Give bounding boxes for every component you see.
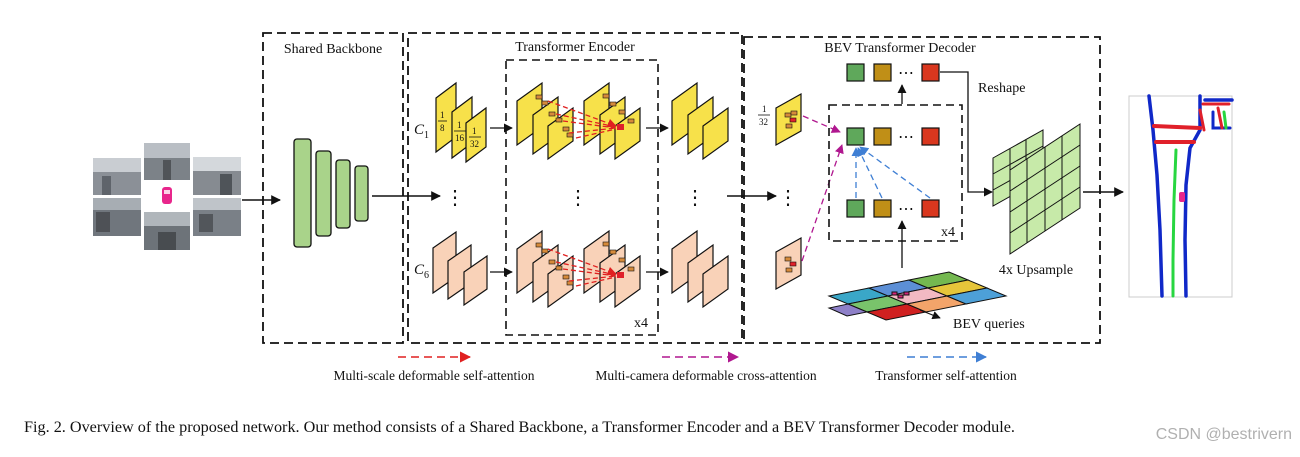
multi-scale-attention-arrows-bottom [547,248,617,287]
legend: Multi-scale deformable self-attention Mu… [334,351,1017,383]
svg-text:⋯: ⋯ [898,129,914,146]
figure-caption: Fig. 2. Overview of the proposed network… [24,418,1015,436]
legend-label-cross-attention: Multi-camera deformable cross-attention [595,368,816,383]
encoder-repeat-label: x4 [634,316,648,331]
fraction-1-32: 1 [472,126,477,136]
backbone-title: Shared Backbone [284,42,382,57]
decoder-input-feature-c6 [775,236,802,291]
upsample-grid-large [1009,123,1081,255]
decoder-fraction-num: 1 [762,104,767,114]
decoder-input-feature-c1 [775,92,802,147]
bev-query-grid [827,271,1008,321]
flow-arrow-bev-queries-label [919,309,941,320]
encoder-title: Transformer Encoder [515,40,635,55]
backbone-layer-3 [335,159,351,229]
svg-text:8: 8 [440,123,445,133]
encoder-output-stack-c1 [671,81,729,161]
decoder-repeat-label: x4 [941,225,955,240]
encoder-attention-stack-bottom-right [583,229,641,309]
svg-text:⋯: ⋯ [898,65,914,82]
ego-vehicle-marker [1179,192,1185,202]
query-row-attention: ⋯ [846,127,940,146]
vertical-dots-1: ⋮ [445,187,465,209]
flow-arrow-reshape [940,71,993,197]
svg-text:16: 16 [455,133,465,143]
road-boundary-right [1183,94,1202,298]
decoder-fraction-den: 32 [759,117,768,127]
upsample-label: 4x Upsample [999,263,1073,278]
network-overview-figure: Shared Backbone Transformer Encoder x4 C… [93,32,1234,383]
decoder-inner-dashed-box [828,104,963,242]
encoder-attention-stack-top-right [583,81,641,161]
reshape-label: Reshape [978,81,1025,96]
camera-images [93,143,241,250]
cross-attention-arrows [801,115,844,262]
shared-backbone-module: Shared Backbone [262,32,404,344]
decoder-title: BEV Transformer Decoder [824,41,976,56]
encoder-attention-stack-top-left [516,81,574,161]
backbone-layer-1 [293,138,312,248]
transformer-encoder-module: Transformer Encoder x4 C1 1 8 1 16 1 32 [407,32,743,344]
vertical-dots-3: ⋮ [685,187,705,209]
ego-car-icon [162,187,172,204]
watermark: CSDN @bestrivern [1155,426,1292,443]
fraction-1-16: 1 [457,120,462,130]
legend-label-self-attention: Transformer self-attention [875,368,1017,383]
encoder-inner-dashed-box [505,59,659,336]
encoder-output-stack-c6 [671,229,729,309]
backbone-layer-2 [315,150,332,237]
vertical-dots-2: ⋮ [568,187,588,209]
svg-text:32: 32 [470,139,479,149]
scale-label-c6: C6 [414,262,429,281]
backbone-dashed-box [262,32,404,344]
bev-decoder-module: BEV Transformer Decoder 1 32 ⋮ x4 [743,36,1101,344]
pedestrian-crossing [1152,124,1202,130]
fraction-1-8: 1 [440,110,445,120]
feature-stack-c1: 1 8 1 16 1 32 [435,81,487,164]
backbone-layer-4 [354,165,369,222]
bev-queries-label: BEV queries [953,317,1025,332]
query-row-output: ⋯ [846,63,940,82]
self-attention-arrows [851,146,931,199]
lane-divider [1171,148,1178,298]
query-row-input: ⋯ [846,199,940,218]
svg-text:⋯: ⋯ [898,201,914,218]
encoder-attention-stack-bottom-left [516,229,574,309]
multi-scale-attention-arrows-top [547,100,617,139]
decoder-dashed-box [743,36,1101,344]
output-bev-map [1128,94,1234,298]
legend-label-multi-scale: Multi-scale deformable self-attention [334,368,535,383]
feature-stack-c6 [432,230,488,307]
road-boundary-left [1147,94,1164,298]
scale-label-c1: C1 [414,122,429,141]
vertical-dots-4: ⋮ [778,187,798,209]
